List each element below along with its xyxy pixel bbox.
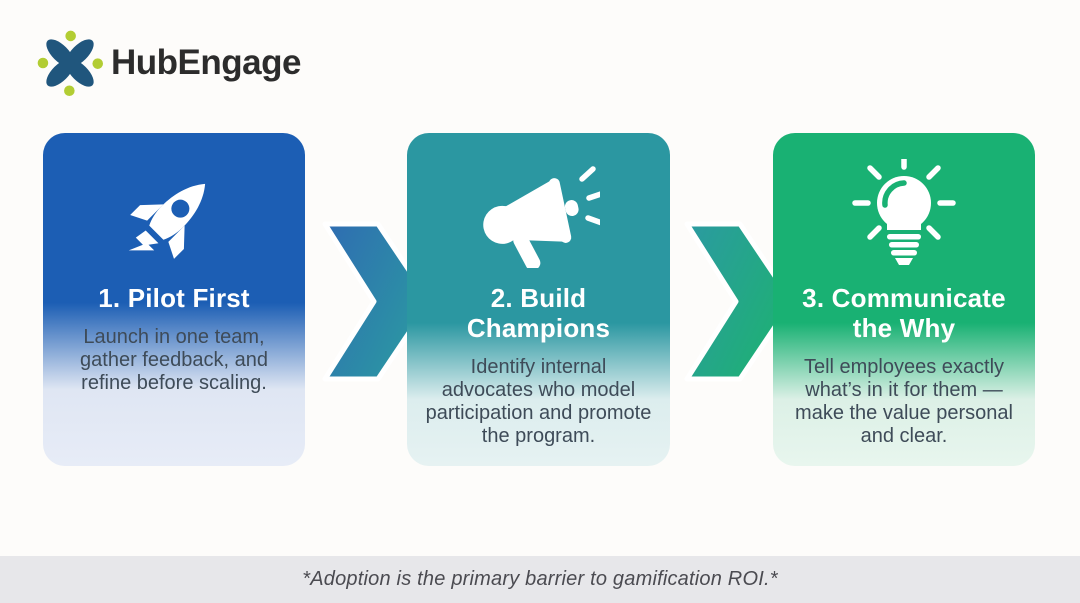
step2-title: 2. Build Champions: [466, 283, 611, 343]
step1-description: Launch in one team, gather feedback, and…: [80, 326, 268, 394]
footer-bar: *Adoption is the primary barrier to gami…: [0, 556, 1080, 603]
step3-icon-box: [848, 159, 960, 271]
step3-title: 3. Communicate the Why: [802, 283, 1006, 343]
flow-arrow-2-chevron: [684, 221, 795, 382]
step2-icon-box: [478, 159, 600, 271]
megaphone-icon: [482, 166, 600, 268]
step-card-communicate-why: 3. Communicate the Why Tell employees ex…: [773, 133, 1035, 466]
logo-wordmark: HubEngage: [111, 43, 301, 82]
rocket-icon: [128, 183, 206, 259]
step1-icon-box: [121, 159, 227, 271]
step-card-pilot-first: 1. Pilot First Launch in one team, gathe…: [43, 133, 305, 466]
step3-description: Tell employees exactly what’s in it for …: [795, 356, 1013, 447]
hubengage-star-icon: [37, 30, 103, 96]
hubengage-logo: HubEngage: [37, 30, 301, 96]
step1-title: 1. Pilot First: [98, 283, 250, 313]
footer-note: *Adoption is the primary barrier to gami…: [302, 568, 778, 590]
lightbulb-icon: [852, 159, 956, 265]
step-card-build-champions: 2. Build Champions Identify internal adv…: [407, 133, 670, 466]
step2-description: Identify internal advocates who model pa…: [425, 356, 652, 447]
flow-arrow-1-chevron: [322, 221, 433, 382]
